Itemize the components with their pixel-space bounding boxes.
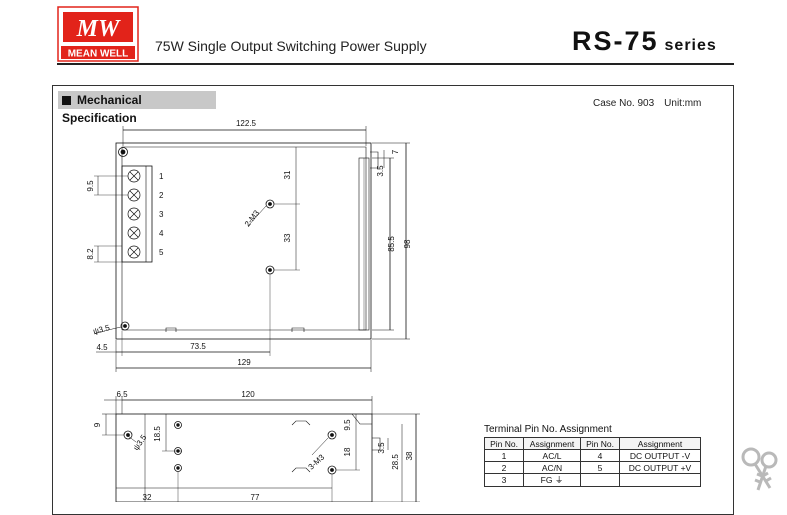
- section-tab: Mechanical Specification: [58, 91, 216, 125]
- dim-bottom-total: 129: [237, 358, 251, 367]
- pin-label-4: 4: [159, 229, 164, 238]
- dim-slot-width: 3.5: [376, 165, 385, 177]
- dim-top-offset: 31: [283, 170, 292, 179]
- table-cell: 5: [580, 461, 620, 474]
- dim-pin-pitch: 8.2: [86, 248, 95, 260]
- dim-hole-dia: ψ3.5: [92, 323, 111, 336]
- dim-side-top: 9: [93, 422, 102, 427]
- header-rule: [57, 63, 734, 65]
- case-number: Case No. 903: [593, 98, 655, 109]
- table-row: 1 AC/L 4 DC OUTPUT -V: [484, 449, 701, 462]
- table-cell: FG ⏚: [523, 473, 581, 487]
- dim-inner-height: 85.5: [387, 236, 396, 252]
- series-word: series: [664, 37, 717, 54]
- dim-side-slot: 3.5: [377, 442, 386, 454]
- top-view-outline: [115, 142, 379, 340]
- dim-side-hole-h: 18.5: [153, 426, 162, 442]
- unit-label: Unit:mm: [664, 98, 702, 109]
- table-cell: [580, 473, 620, 487]
- logo-text: MEAN WELL: [68, 49, 129, 60]
- table-cell: 3: [484, 473, 524, 487]
- dim-width-total: 122.5: [236, 119, 257, 128]
- pin-label-3: 3: [159, 210, 164, 219]
- table-header: Assignment: [523, 437, 581, 450]
- table-cell: 4: [580, 449, 620, 462]
- case-info: Case No. 903 Unit:mm: [593, 98, 701, 109]
- table-cell: [619, 473, 701, 487]
- keys-icon: [741, 447, 778, 491]
- dim-hole-x: 73.5: [190, 342, 206, 351]
- series-label: RS-75 series: [572, 26, 717, 57]
- dim-side-left: 6.5: [116, 390, 128, 399]
- mounting-holes-top: [120, 199, 275, 331]
- dim-hole-pitch: 9.5: [86, 180, 95, 192]
- table-cell: DC OUTPUT -V: [619, 449, 701, 462]
- dim-mount-right: 7: [391, 149, 400, 154]
- pin-label-5: 5: [159, 248, 164, 257]
- section-square-icon: [62, 96, 71, 105]
- dim-side-bottom-mid: 77: [251, 493, 260, 502]
- dim-side-width: 120: [241, 390, 255, 399]
- table-header: Pin No.: [580, 437, 620, 450]
- terminal-block: [118, 147, 153, 263]
- table-cell: DC OUTPUT +V: [619, 461, 701, 474]
- mean-well-logo: MW MEAN WELL: [57, 6, 139, 62]
- table-header: Pin No.: [484, 437, 524, 450]
- document-title: 75W Single Output Switching Power Supply: [155, 38, 427, 54]
- dim-side-inner: 28.5: [391, 454, 400, 470]
- pin-label-1: 1: [159, 172, 164, 181]
- table-row: 2 AC/N 5 DC OUTPUT +V: [484, 461, 701, 474]
- pin-label-2: 2: [159, 191, 164, 200]
- dim-hole-m3: 2-M3: [243, 208, 262, 228]
- table-cell: 1: [484, 449, 524, 462]
- table-header: Assignment: [619, 437, 701, 450]
- dim-side-right2: 18: [343, 447, 352, 456]
- terminal-table: Pin No. Assignment Pin No. Assignment 1 …: [484, 437, 701, 487]
- dim-depth-total: 98: [403, 239, 412, 248]
- model-name: RS-75: [572, 26, 659, 56]
- table-cell: 2: [484, 461, 524, 474]
- table-row: 3 FG ⏚: [484, 473, 701, 487]
- dim-hole-spacing: 33: [283, 233, 292, 242]
- side-view-outline: [115, 413, 381, 502]
- section-title: Mechanical Specification: [62, 93, 142, 125]
- dim-side-hole-dia: ψ3.5: [131, 433, 148, 452]
- table-header-row: Pin No. Assignment Pin No. Assignment: [484, 437, 701, 450]
- dim-left-offset: 4.5: [96, 343, 108, 352]
- mechanical-drawing: 122.5 98 85.5 31 33 7 3.5 9.5 8.2 2-M3 ψ…: [86, 119, 420, 502]
- logo-mark: MW: [76, 16, 121, 42]
- table-cell: AC/L: [523, 449, 581, 462]
- table-cell: AC/N: [523, 461, 581, 474]
- dim-side-bottom-left: 32: [143, 493, 152, 502]
- dim-side-m3: 3-M3: [307, 452, 327, 471]
- dim-side-right1: 9.5: [343, 419, 352, 431]
- terminal-title: Terminal Pin No. Assignment: [484, 424, 612, 435]
- dim-side-total: 38: [405, 451, 414, 460]
